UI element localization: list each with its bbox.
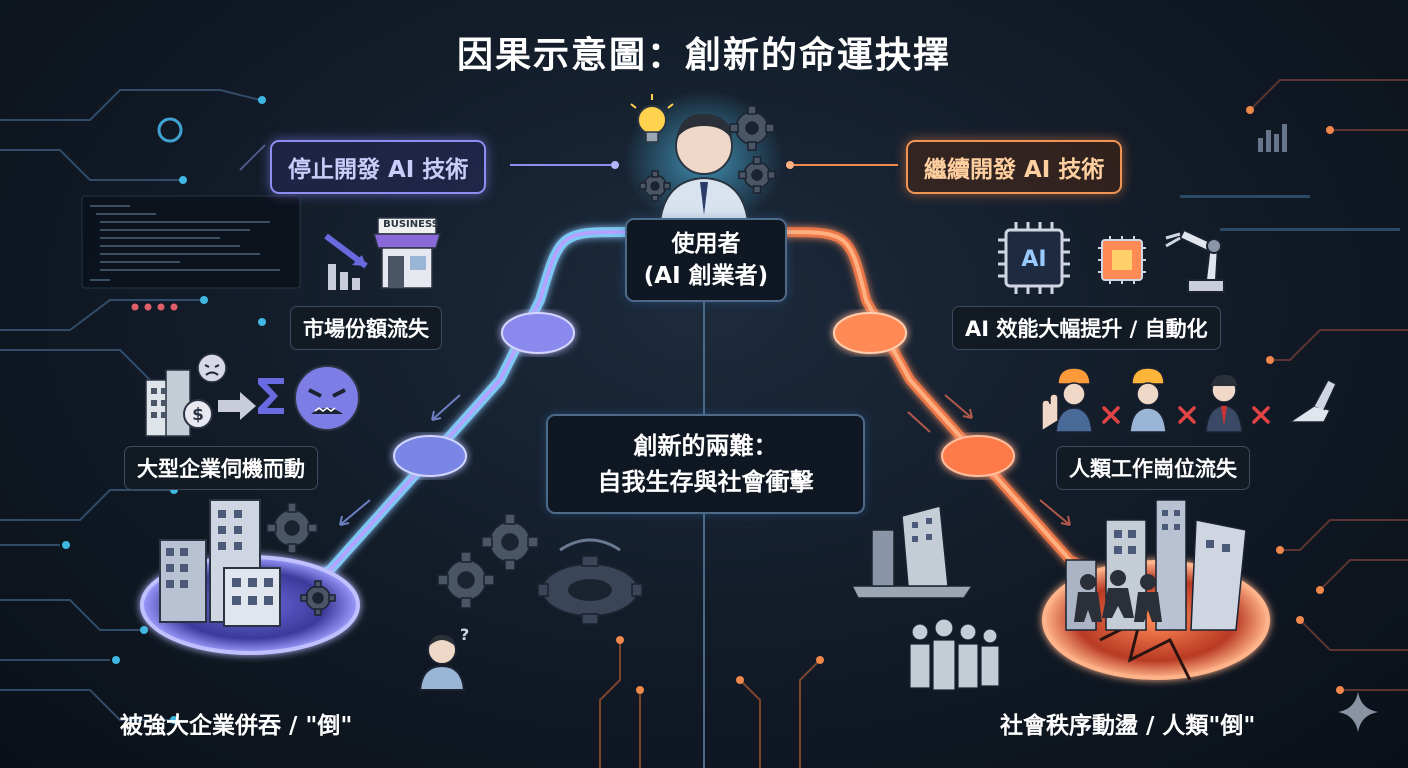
central-node-subtitle: (AI 創業者) <box>643 263 769 289</box>
right-branch-label: 繼續開發 AI 技術 <box>906 140 1123 194</box>
gear-icon <box>738 156 776 194</box>
circuit-lines-right <box>1249 79 1408 691</box>
right-step-2-label: 人類工作崗位流失 <box>1056 446 1250 490</box>
left-step-2-label: 大型企業伺機而動 <box>124 446 318 490</box>
building-icon <box>145 369 191 437</box>
circuit-dots-left <box>62 96 266 724</box>
right-step-1-label: AI 效能大幅提升 / 自動化 <box>952 306 1221 350</box>
down-arrow-chart-icon <box>324 233 368 290</box>
robot-hand-icon <box>1287 379 1337 423</box>
right-node-1 <box>833 312 907 354</box>
left-arrows <box>239 144 461 526</box>
left-outcome-label: 被強大企業併吞 / "倒" <box>120 713 353 739</box>
worker-icon <box>1055 367 1093 433</box>
gear-icon <box>300 580 336 616</box>
building-icon <box>159 499 281 627</box>
ring-decor <box>157 117 183 143</box>
left-node-1 <box>501 312 575 354</box>
center-bottom-dots <box>616 636 824 694</box>
x-mark-icon <box>1102 406 1270 424</box>
gear-icon <box>481 513 539 571</box>
sparkle-icon <box>1338 692 1378 732</box>
center-bottom-circuits <box>599 640 821 768</box>
broken-gear-icon <box>537 538 643 625</box>
angry-face-icon <box>197 353 227 383</box>
crowd-icon <box>1074 570 1162 622</box>
code-panel-icon <box>81 195 301 289</box>
chip-icon: AI <box>998 222 1070 294</box>
gear-icon <box>437 551 495 609</box>
office-worker-icon <box>1205 374 1243 433</box>
angry-face-icon <box>294 365 360 431</box>
lightbulb-icon <box>630 94 674 143</box>
gear-icon <box>729 105 775 151</box>
left-step-1-label: 市場份額流失 <box>290 306 442 350</box>
central-node-title: 使用者 <box>671 231 741 257</box>
gear-icon <box>266 502 318 554</box>
right-node-2 <box>941 435 1015 477</box>
crumbling-city-icon <box>850 505 974 599</box>
data-readout-decor <box>1180 195 1400 231</box>
right-arrows <box>907 394 1071 526</box>
dilemma-subtitle: 自我生存與社會衝擊 <box>597 468 814 496</box>
bar-chart-decor-icon <box>1258 124 1287 152</box>
right-outcome-label: 社會秩序動盪 / 人類"倒" <box>1000 713 1256 739</box>
page-title: 因果示意圖：創新的命運抉擇 <box>456 35 951 76</box>
svg-text:$: $ <box>192 405 204 425</box>
dilemma-box: 創新的兩難： 自我生存與社會衝擊 <box>546 414 865 514</box>
dilemma-title: 創新的兩難： <box>633 432 778 460</box>
hand-raised-icon <box>1041 393 1059 430</box>
dollar-icon: $ <box>183 399 213 429</box>
central-node: 使用者 (AI 創業者) <box>625 218 787 302</box>
left-node-2 <box>393 435 467 477</box>
store-sign-text: BUSINESS <box>383 219 439 230</box>
question-person-icon: ? <box>418 625 469 691</box>
processor-icon <box>1098 236 1146 284</box>
circuit-dots-decor <box>131 303 178 311</box>
svg-text:AI: AI <box>1021 247 1046 272</box>
robot-arm-icon <box>1165 228 1225 293</box>
crowd-icon <box>909 618 1000 691</box>
sigma-icon <box>258 378 284 414</box>
svg-text:?: ? <box>460 625 469 644</box>
store-icon <box>373 217 441 289</box>
worker-icon <box>1129 367 1167 433</box>
circuit-dots-right <box>1246 106 1344 694</box>
gear-icon <box>639 170 671 202</box>
arrow-right-icon <box>218 392 256 420</box>
left-branch-label: 停止開發 AI 技術 <box>270 140 487 194</box>
circuit-lines-left <box>0 89 261 721</box>
